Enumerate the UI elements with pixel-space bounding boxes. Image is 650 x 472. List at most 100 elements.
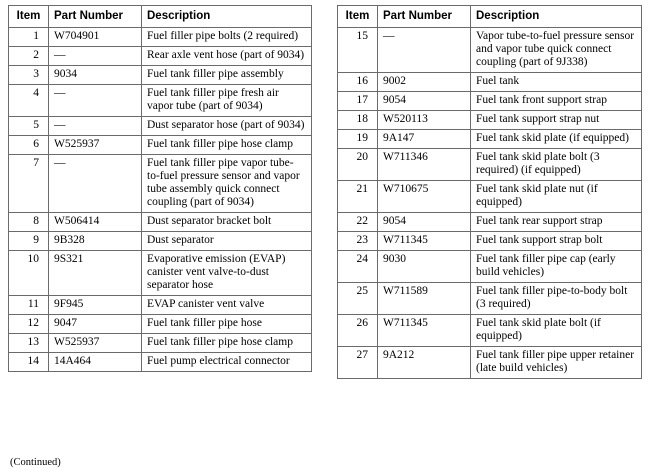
table-body-right: 15—Vapor tube-to-fuel pressure sensor an… — [337, 27, 642, 379]
cell-item: 11 — [8, 295, 49, 315]
cell-description: Dust separator hose (part of 9034) — [141, 116, 312, 136]
cell-item: 25 — [337, 282, 378, 315]
header-row: Item Part Number Description — [337, 5, 642, 28]
cell-description: EVAP canister vent valve — [141, 295, 312, 315]
cell-description: Rear axle vent hose (part of 9034) — [141, 46, 312, 66]
cell-description: Fuel tank skid plate (if equipped) — [470, 129, 642, 149]
cell-part-number: — — [48, 154, 142, 213]
cell-item: 15 — [337, 27, 378, 73]
cell-item: 4 — [8, 84, 49, 117]
cell-description: Vapor tube-to-fuel pressure sensor and v… — [470, 27, 642, 73]
cell-part-number: 9047 — [48, 314, 142, 334]
cell-item: 9 — [8, 231, 49, 251]
cell-description: Fuel tank filler pipe cap (early build v… — [470, 250, 642, 283]
cell-part-number: 9030 — [377, 250, 471, 283]
header-row: Item Part Number Description — [8, 5, 312, 28]
column-header-part-number: Part Number — [48, 5, 142, 28]
cell-part-number: — — [48, 116, 142, 136]
cell-part-number: W711346 — [377, 148, 471, 181]
column-header-description: Description — [470, 5, 642, 28]
column-header-description: Description — [141, 5, 312, 28]
cell-part-number: W520113 — [377, 110, 471, 130]
cell-part-number: W711345 — [377, 231, 471, 251]
table-row: 4—Fuel tank filler pipe fresh air vapor … — [8, 84, 312, 117]
cell-item: 24 — [337, 250, 378, 283]
cell-description: Fuel tank filler pipe hose — [141, 314, 312, 334]
cell-description: Fuel tank front support strap — [470, 91, 642, 111]
cell-part-number: 9034 — [48, 65, 142, 85]
table-row: 5—Dust separator hose (part of 9034) — [8, 116, 312, 136]
cell-description: Fuel tank skid plate bolt (if equipped) — [470, 314, 642, 347]
cell-item: 26 — [337, 314, 378, 347]
cell-description: Fuel tank support strap nut — [470, 110, 642, 130]
cell-item: 12 — [8, 314, 49, 334]
cell-item: 2 — [8, 46, 49, 66]
cell-part-number: — — [48, 84, 142, 117]
cell-item: 18 — [337, 110, 378, 130]
cell-item: 10 — [8, 250, 49, 296]
cell-part-number: 9B328 — [48, 231, 142, 251]
table-row: 15—Vapor tube-to-fuel pressure sensor an… — [337, 27, 642, 73]
cell-item: 17 — [337, 91, 378, 111]
cell-part-number: — — [377, 27, 471, 73]
cell-part-number: W710675 — [377, 180, 471, 213]
cell-item: 6 — [8, 135, 49, 155]
cell-part-number: 9F945 — [48, 295, 142, 315]
cell-part-number: W506414 — [48, 212, 142, 232]
cell-part-number: 9S321 — [48, 250, 142, 296]
cell-part-number: 14A464 — [48, 352, 142, 372]
cell-description: Fuel tank skid plate nut (if equipped) — [470, 180, 642, 213]
cell-part-number: W711589 — [377, 282, 471, 315]
table-header-left: Item Part Number Description — [8, 5, 312, 28]
cell-description: Fuel tank filler pipe vapor tube-to-fuel… — [141, 154, 312, 213]
cell-part-number: 9002 — [377, 72, 471, 92]
column-header-item: Item — [8, 5, 49, 28]
table-row: 7—Fuel tank filler pipe vapor tube-to-fu… — [8, 154, 312, 213]
cell-part-number: 9A147 — [377, 129, 471, 149]
cell-part-number: W525937 — [48, 333, 142, 353]
cell-item: 27 — [337, 346, 378, 379]
cell-item: 13 — [8, 333, 49, 353]
cell-description: Fuel tank skid plate bolt (3 required) (… — [470, 148, 642, 181]
cell-item: 20 — [337, 148, 378, 181]
column-header-item: Item — [337, 5, 378, 28]
cell-description: Fuel tank rear support strap — [470, 212, 642, 232]
cell-description: Fuel tank support strap bolt — [470, 231, 642, 251]
cell-description: Fuel tank — [470, 72, 642, 92]
cell-item: 1 — [8, 27, 49, 47]
cell-item: 3 — [8, 65, 49, 85]
cell-description: Evaporative emission (EVAP) canister ven… — [141, 250, 312, 296]
cell-part-number: 9054 — [377, 91, 471, 111]
column-header-part-number: Part Number — [377, 5, 471, 28]
cell-item: 14 — [8, 352, 49, 372]
cell-description: Fuel tank filler pipe hose clamp — [141, 333, 312, 353]
cell-part-number: — — [48, 46, 142, 66]
cell-description: Fuel filler pipe bolts (2 required) — [141, 27, 312, 47]
cell-part-number: 9054 — [377, 212, 471, 232]
continued-note: (Continued) — [10, 457, 61, 468]
cell-description: Fuel tank filler pipe assembly — [141, 65, 312, 85]
